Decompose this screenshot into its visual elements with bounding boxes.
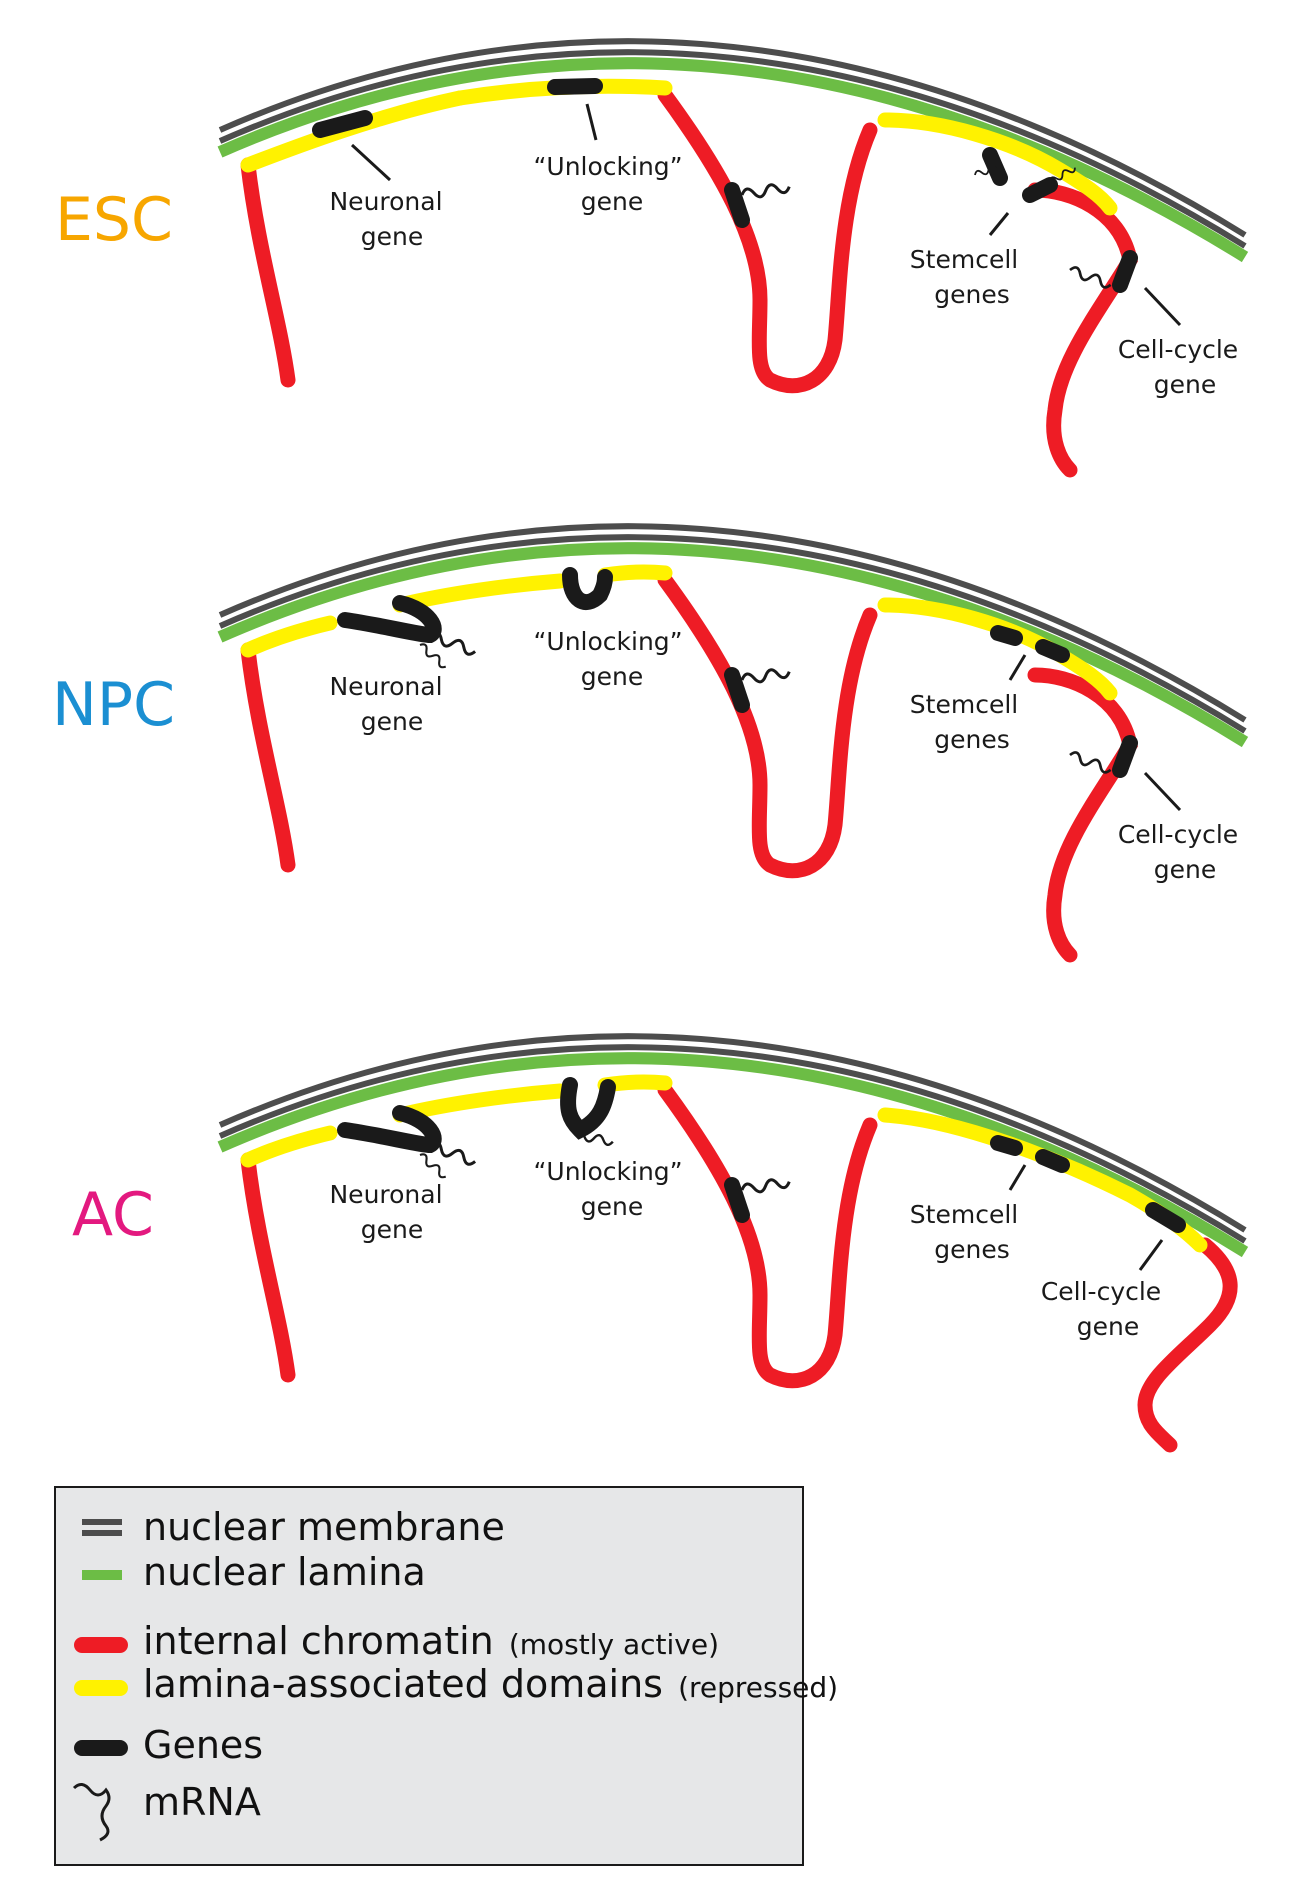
stemcell-genes-label: Stemcell genes bbox=[910, 690, 1026, 754]
mrna-icon bbox=[739, 1175, 792, 1197]
active-gene bbox=[724, 1177, 750, 1223]
stemcell-genes-label: Stemcell genes bbox=[910, 245, 1026, 309]
stemcell-genes-label: Stemcell genes bbox=[910, 1200, 1026, 1264]
unlocking-gene-label: “Unlocking” gene bbox=[533, 627, 690, 691]
stemcell-gene-2 bbox=[1035, 639, 1070, 663]
legend-lamina-label: nuclear lamina bbox=[143, 1550, 426, 1594]
legend: nuclear membrane nuclear lamina internal… bbox=[54, 1486, 838, 1866]
leader-lines bbox=[1008, 1164, 1164, 1271]
unlocking-gene bbox=[562, 567, 613, 610]
stemcell-gene-1 bbox=[990, 625, 1023, 646]
unlocking-gene-label: “Unlocking” gene bbox=[533, 1157, 690, 1221]
panel-npc: Neuronal gene “Unlocking” gene Stemcell … bbox=[52, 526, 1246, 963]
legend-membrane-swatch bbox=[82, 1519, 122, 1536]
unlocking-gene bbox=[560, 1077, 616, 1140]
unlocking-gene bbox=[547, 78, 603, 95]
genes bbox=[337, 567, 1138, 778]
legend-mrna-label: mRNA bbox=[143, 1780, 261, 1824]
panel-ac: Neuronal gene “Unlocking” gene Stemcell … bbox=[72, 1036, 1245, 1453]
legend-genes-label: Genes bbox=[143, 1723, 263, 1767]
neuronal-gene bbox=[312, 110, 373, 138]
genes bbox=[337, 1077, 1186, 1233]
mrna-icon bbox=[739, 180, 792, 202]
cellcycle-gene bbox=[1112, 250, 1138, 293]
cellcycle-gene bbox=[1112, 735, 1138, 778]
cellcycle-gene-label: Cell-cycle gene bbox=[1041, 1277, 1169, 1341]
legend-box bbox=[54, 1486, 804, 1866]
mrna-icon bbox=[739, 665, 792, 687]
neuronal-gene-label: Neuronal gene bbox=[329, 1180, 450, 1244]
stemcell-gene-2 bbox=[1022, 177, 1058, 203]
stemcell-gene-2 bbox=[1035, 1149, 1070, 1173]
neuronal-gene-label: Neuronal gene bbox=[329, 672, 450, 736]
legend-mrna-icon bbox=[72, 1783, 111, 1842]
unlocking-gene-label: “Unlocking” gene bbox=[533, 152, 690, 216]
stage-label-esc: ESC bbox=[55, 185, 173, 255]
neuronal-gene-label: Neuronal gene bbox=[329, 187, 450, 251]
stemcell-gene-1 bbox=[990, 1135, 1023, 1156]
stage-label-npc: NPC bbox=[52, 670, 175, 740]
active-gene bbox=[724, 182, 750, 228]
cellcycle-gene bbox=[1145, 1202, 1186, 1233]
leader-lines bbox=[350, 103, 1182, 327]
cellcycle-gene-label: Cell-cycle gene bbox=[1118, 335, 1246, 399]
neuronal-gene bbox=[337, 595, 442, 644]
stage-label-ac: AC bbox=[72, 1180, 154, 1250]
legend-lad-text: lamina-associated domains (repressed) bbox=[143, 1662, 838, 1706]
legend-internal-text: internal chromatin (mostly active) bbox=[143, 1619, 719, 1663]
leader-lines bbox=[1008, 654, 1182, 812]
neuronal-gene bbox=[337, 1105, 442, 1154]
active-gene bbox=[724, 667, 750, 713]
panel-esc: Neuronal gene “Unlocking” gene Stemcell … bbox=[55, 41, 1246, 478]
legend-membrane-label: nuclear membrane bbox=[143, 1505, 505, 1549]
genes bbox=[312, 78, 1138, 293]
cellcycle-gene-label: Cell-cycle gene bbox=[1118, 820, 1246, 884]
